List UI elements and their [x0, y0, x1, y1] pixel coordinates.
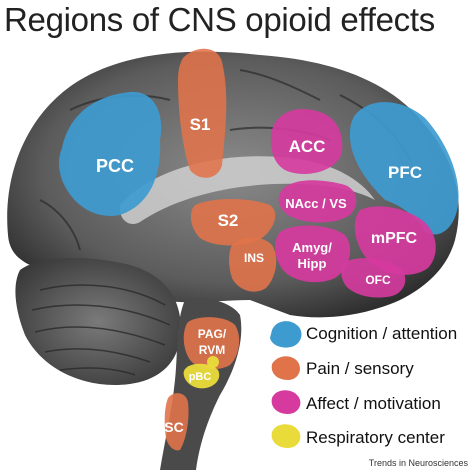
label-s2: S2	[218, 211, 239, 230]
cerebellum	[15, 258, 181, 385]
region-nacc-vs	[278, 180, 357, 223]
region-pfc	[349, 102, 459, 235]
region-pbc	[183, 363, 220, 389]
legend-label-cognition: Cognition / attention	[306, 324, 457, 343]
legend-item-cognition: Cognition / attention	[270, 321, 457, 348]
region-ofc	[341, 258, 406, 298]
label-pcc: PCC	[96, 156, 134, 176]
region-pag-rvm	[183, 317, 240, 370]
journal-credit: Trends in Neurosciences	[368, 458, 468, 468]
region-mpfc	[354, 206, 436, 275]
legend-item-pain: Pain / sensory	[271, 356, 414, 380]
label-pag-line1: PAG/	[198, 327, 227, 341]
region-amyg-hipp	[274, 225, 351, 283]
label-ofc: OFC	[365, 273, 391, 287]
region-ins	[229, 237, 277, 292]
label-pbc: pBC	[189, 371, 212, 383]
legend-label-pain: Pain / sensory	[306, 359, 414, 378]
legend-item-respiratory: Respiratory center	[271, 424, 445, 448]
region-s2	[190, 198, 276, 246]
label-acc: ACC	[289, 137, 326, 156]
label-nacc-vs: NAcc / VS	[285, 196, 347, 211]
legend-swatch-cognition	[270, 321, 302, 348]
legend-swatch-pain	[271, 356, 300, 380]
region-sc	[164, 393, 189, 451]
label-amyg-line2: Hipp	[298, 256, 327, 271]
legend: Cognition / attention Pain / sensory Aff…	[270, 321, 457, 448]
cerebellum-folia	[31, 284, 171, 376]
region-acc	[270, 109, 343, 174]
label-sc: SC	[164, 419, 183, 435]
legend-item-affect: Affect / motivation	[271, 390, 441, 414]
region-s1	[178, 48, 227, 178]
region-pbc-spot	[207, 356, 219, 368]
label-pag-line2: RVM	[199, 343, 225, 357]
figure-title: Regions of CNS opioid effects	[4, 1, 435, 38]
label-ins: INS	[244, 251, 264, 265]
label-pfc: PFC	[388, 163, 422, 182]
label-mpfc: mPFC	[371, 230, 418, 247]
region-pcc	[59, 91, 162, 216]
legend-swatch-respiratory	[271, 424, 301, 448]
legend-label-affect: Affect / motivation	[306, 394, 441, 413]
legend-label-respiratory: Respiratory center	[306, 428, 445, 447]
legend-swatch-affect	[271, 390, 301, 414]
label-s1: S1	[190, 115, 211, 134]
label-amyg-line1: Amyg/	[292, 240, 332, 255]
